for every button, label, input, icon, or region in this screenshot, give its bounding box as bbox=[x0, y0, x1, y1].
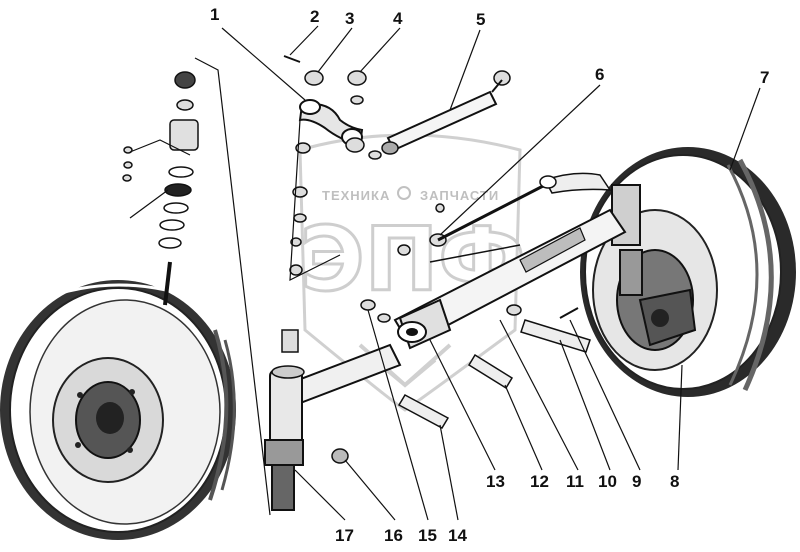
callout-3: 3 bbox=[345, 9, 354, 28]
callout-12: 12 bbox=[530, 472, 549, 491]
callout-4: 4 bbox=[393, 9, 403, 28]
hardware-parts bbox=[122, 55, 612, 464]
axle-beam bbox=[393, 208, 627, 350]
callout-8: 8 bbox=[670, 472, 679, 491]
callout-2: 2 bbox=[310, 7, 319, 26]
callout-5: 5 bbox=[476, 10, 485, 29]
callout-16: 16 bbox=[384, 526, 403, 545]
watermark-text-left: ТЕХНИКА bbox=[322, 188, 390, 203]
callout-7: 7 bbox=[760, 68, 769, 87]
callout-14: 14 bbox=[448, 526, 467, 545]
callout-17: 17 bbox=[335, 526, 354, 545]
callout-6: 6 bbox=[595, 65, 604, 84]
callout-15: 15 bbox=[418, 526, 437, 545]
callout-11: 11 bbox=[566, 472, 584, 491]
watermark-gear-icon bbox=[397, 186, 411, 200]
callout-1: 1 bbox=[210, 5, 219, 24]
callout-10: 10 bbox=[598, 472, 617, 491]
callout-labels: 1 2 3 4 5 6 7 8 9 10 11 12 13 14 15 16 1… bbox=[210, 5, 769, 545]
callout-9: 9 bbox=[632, 472, 641, 491]
right-wheel bbox=[580, 147, 796, 397]
left-wheel bbox=[0, 280, 236, 540]
leader-lines bbox=[129, 25, 761, 521]
callout-13: 13 bbox=[486, 472, 505, 491]
tie-rod bbox=[381, 70, 511, 155]
left-axle-extension bbox=[264, 329, 402, 511]
